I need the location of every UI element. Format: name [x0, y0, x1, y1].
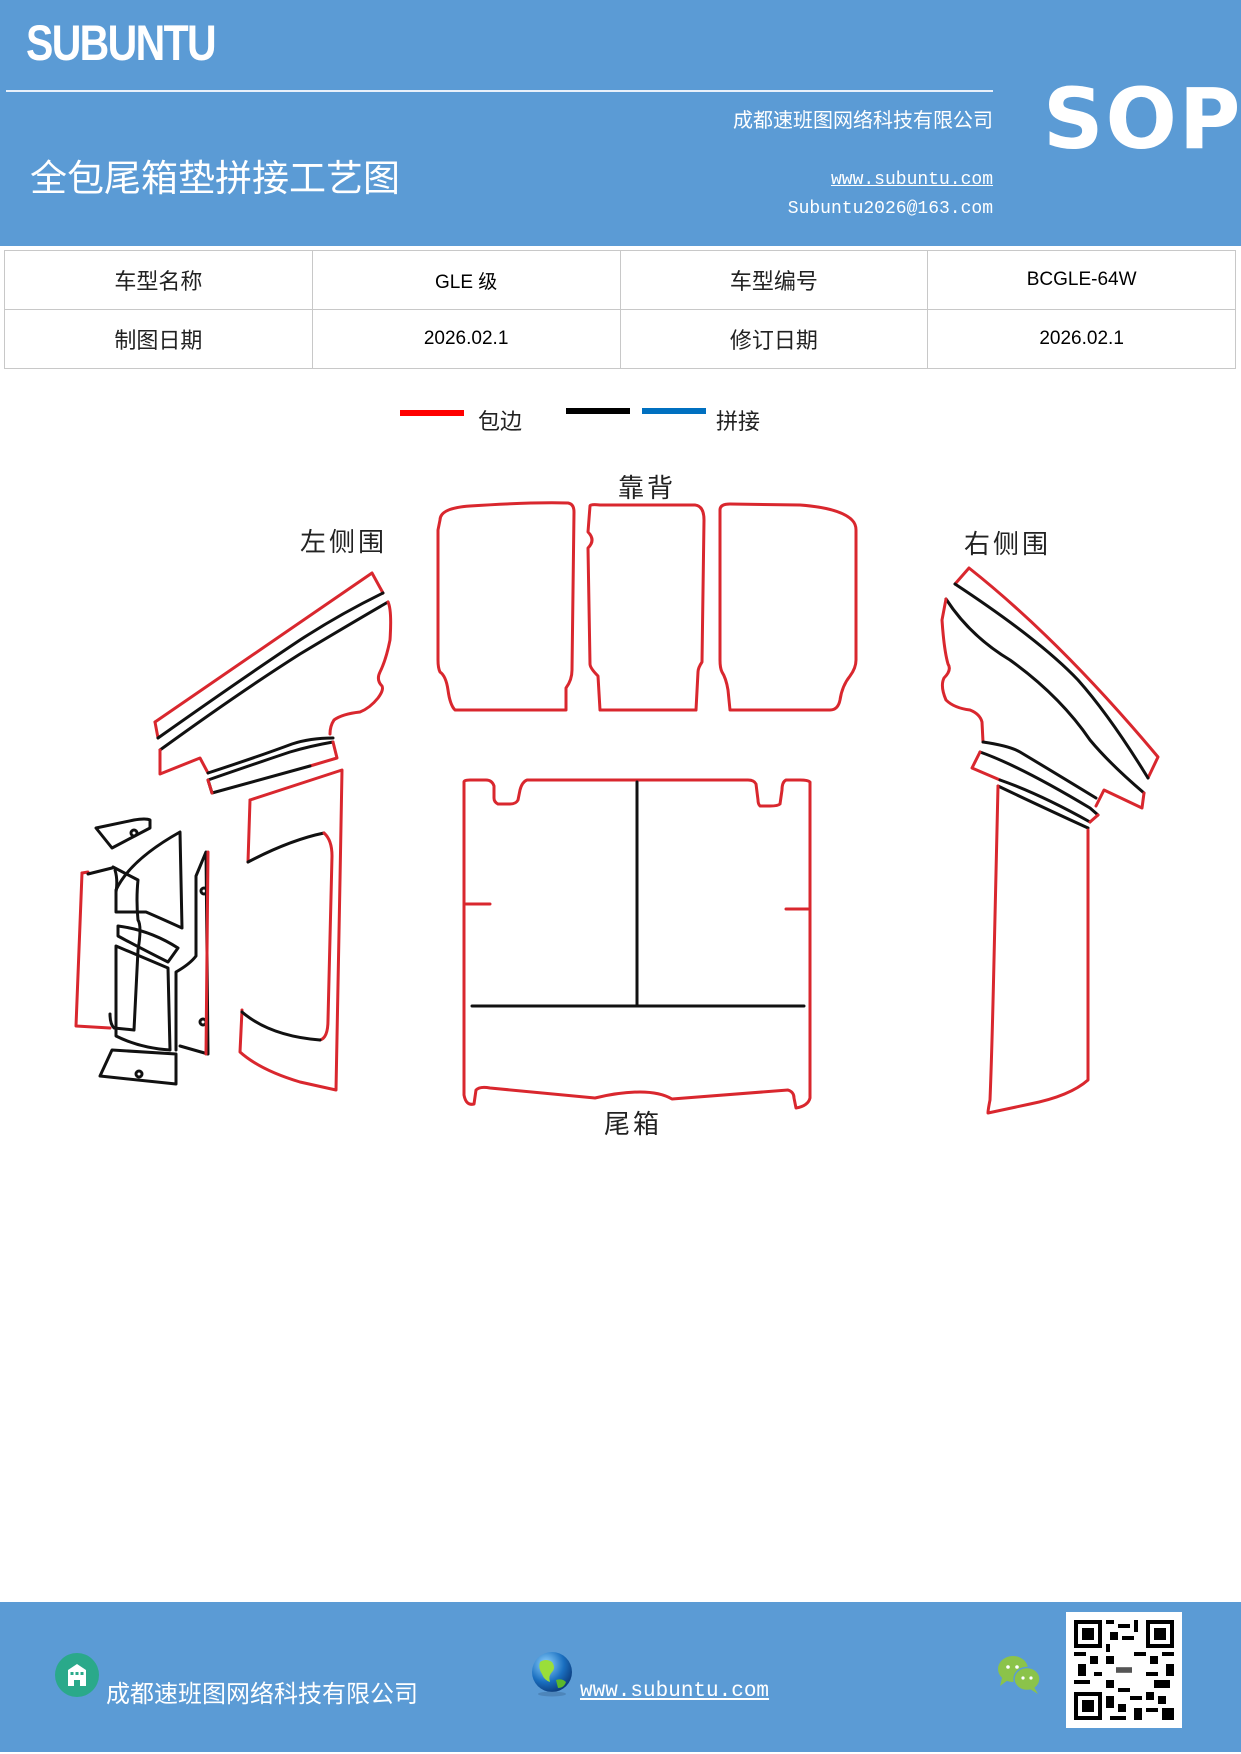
backrest-panels: [436, 501, 858, 712]
left-pillar-panel: [238, 768, 344, 1092]
wechat-icon: [998, 1656, 1041, 1694]
label-cell: 修订日期: [619, 309, 929, 369]
footer-company-name: 成都速班图网络科技有限公司: [106, 1680, 418, 1708]
brand-logo: SUBUNTU: [26, 15, 217, 71]
legend-label-seam: 拼接: [716, 410, 761, 435]
right-side-panel: [940, 566, 1160, 824]
legend-swatch-black: [566, 408, 630, 414]
qr-code[interactable]: [1066, 1612, 1182, 1728]
label-trunk: 尾箱: [604, 1110, 663, 1140]
document-title: 全包尾箱垫拼接工艺图: [30, 157, 400, 200]
model-name-value: GLE 级: [311, 250, 621, 310]
model-code-value: BCGLE-64W: [927, 250, 1236, 310]
header-banner: SUBUNTU 全包尾箱垫拼接工艺图 成都速班图网络科技有限公司 www.sub…: [0, 0, 1241, 246]
footer-website-link[interactable]: www.subuntu.com: [580, 1680, 770, 1703]
label-cell: 车型名称: [4, 250, 313, 310]
right-pillar-panel: [986, 784, 1090, 1115]
cutting-diagram: 左侧围 靠背 右侧围 尾箱: [0, 450, 1241, 1150]
legend-swatch-edge: [400, 410, 464, 416]
footer-banner: 成都速班图网络科技有限公司 www.subuntu.com: [0, 1602, 1241, 1752]
legend-label-edge: 包边: [478, 410, 523, 435]
email-address: Subuntu2026@163.com: [787, 199, 993, 219]
left-small-pieces: [74, 817, 210, 1086]
globe-icon: [532, 1652, 572, 1697]
label-left-side: 左侧围: [300, 528, 388, 558]
legend-swatch-seam: [642, 408, 706, 414]
sop-badge: SOP: [1043, 70, 1241, 168]
label-backrest: 靠背: [618, 474, 677, 504]
revision-date-value: 2026.02.1: [927, 309, 1236, 369]
building-icon: [55, 1653, 99, 1697]
vehicle-info-table: 车型名称 GLE 级 车型编号 BCGLE-64W 制图日期 2026.02.1…: [4, 250, 1236, 369]
header-divider: [6, 90, 993, 92]
qr-code-icon: [1074, 1620, 1174, 1720]
left-side-panel: [153, 571, 393, 795]
table-row: 制图日期 2026.02.1 修订日期 2026.02.1: [4, 309, 1236, 369]
legend: 包边 拼接: [400, 400, 820, 440]
company-name: 成都速班图网络科技有限公司: [733, 108, 993, 132]
label-right-side: 右侧围: [964, 530, 1052, 560]
label-cell: 车型编号: [619, 250, 929, 310]
label-cell: 制图日期: [4, 309, 313, 369]
website-link[interactable]: www.subuntu.com: [830, 170, 993, 190]
trunk-floor: [462, 778, 812, 1110]
diagram-shapes: [74, 501, 1160, 1115]
table-row: 车型名称 GLE 级 车型编号 BCGLE-64W: [4, 250, 1236, 310]
draw-date-value: 2026.02.1: [311, 309, 621, 369]
